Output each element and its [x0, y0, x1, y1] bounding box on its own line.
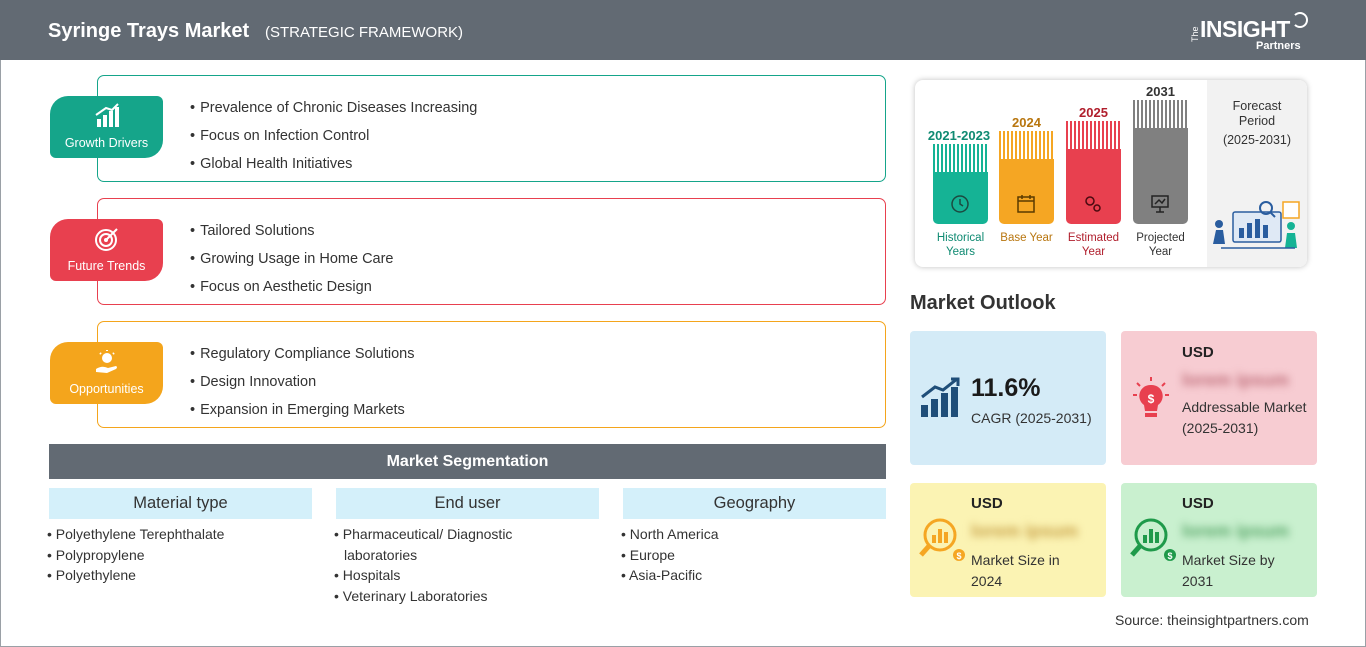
growth-drivers-list: Prevalence of Chronic Diseases Increasin… — [190, 94, 477, 178]
svg-text:$: $ — [956, 551, 961, 561]
cagr-card: 11.6% CAGR (2025-2031) — [910, 331, 1106, 465]
size-2031-label: Market Size by 2031 — [1182, 552, 1275, 589]
addressable-label: Addressable Market (2025-2031) — [1182, 399, 1307, 436]
idea-hand-icon — [96, 350, 117, 373]
target-icon — [95, 228, 118, 251]
addressable-value: lorem ipsum — [1182, 370, 1290, 390]
growth-drivers-badge: Growth Drivers — [50, 96, 163, 158]
magnifier-chart-icon: $ — [1130, 518, 1176, 561]
calendar-icon — [1017, 195, 1035, 213]
segment-heading-geography: Geography — [623, 488, 886, 519]
bar-base — [999, 131, 1054, 224]
bar-projected — [1133, 100, 1188, 224]
addressable-market-card: $ USD lorem ipsum Addressable Market (20… — [1121, 331, 1317, 465]
market-size-2031-card: $ USD lorem ipsum Market Size by 2031 — [1121, 483, 1317, 597]
addressable-currency: USD — [1182, 344, 1214, 361]
label-base: Base Year — [1000, 232, 1053, 244]
list-item: Hospitals — [334, 565, 534, 586]
badge-label: Future Trends — [67, 259, 146, 273]
segment-list-geography: North America Europe Asia-Pacific — [621, 524, 881, 586]
segment-heading-material: Material type — [49, 488, 312, 519]
market-outlook-title: Market Outlook — [910, 292, 1056, 314]
list-item: Growing Usage in Home Care — [190, 245, 393, 273]
page-subtitle: (STRATEGIC FRAMEWORK) — [265, 24, 464, 41]
segmentation-title: Market Segmentation — [49, 444, 886, 479]
magnifier-chart-icon: $ — [919, 518, 965, 561]
market-size-2024-card: $ USD lorem ipsum Market Size in 2024 — [910, 483, 1106, 597]
header-bar: Syringe Trays Market (STRATEGIC FRAMEWOR… — [0, 0, 1366, 60]
list-item: Pharmaceutical/ Diagnostic laboratories — [334, 524, 534, 565]
list-item: Polyethylene Terephthalate — [47, 524, 307, 545]
list-item: Polypropylene — [47, 545, 307, 566]
list-item: Focus on Aesthetic Design — [190, 273, 394, 301]
list-item: Europe — [621, 545, 881, 566]
analytics-people-icon — [1213, 201, 1300, 249]
list-item: Design Innovation — [190, 368, 414, 396]
future-trends-card: Tailored Solutions Growing Usage in Home… — [97, 198, 886, 305]
opportunities-list: Regulatory Compliance Solutions Design I… — [190, 340, 414, 424]
future-trends-badge: Future Trends — [50, 219, 163, 281]
presentation-icon — [1151, 195, 1169, 213]
segment-heading-end-user: End user — [336, 488, 599, 519]
list-item: Tailored Solutions — [190, 217, 394, 245]
year-historical: 2021-2023 — [927, 128, 991, 143]
segment-list-end-user: Pharmaceutical/ Diagnostic laboratories … — [334, 524, 534, 606]
list-item: Veterinary Laboratories — [334, 586, 534, 607]
year-base: 2024 — [1012, 115, 1041, 130]
list-item: Expansion in Emerging Markets — [190, 396, 414, 424]
list-item: Prevalence of Chronic Diseases Increasin… — [190, 94, 477, 122]
year-estimated: 2025 — [1079, 105, 1108, 120]
badge-label: Growth Drivers — [64, 136, 149, 150]
list-item: Focus on Infection Control — [190, 122, 477, 150]
growth-drivers-card: Prevalence of Chronic Diseases Increasin… — [97, 75, 886, 182]
growth-chart-icon — [921, 377, 960, 417]
source-link[interactable]: Source: theinsightpartners.com — [1115, 612, 1309, 628]
logo-arc-icon — [1292, 12, 1308, 28]
insight-partners-logo[interactable]: The INSIGHT Partners — [1188, 10, 1308, 54]
gears-icon — [1085, 196, 1101, 212]
future-trends-list: Tailored Solutions Growing Usage in Home… — [190, 217, 394, 301]
badge-label: Opportunities — [69, 382, 144, 396]
list-item: Polyethylene — [47, 565, 307, 586]
forecast-period-title: Forecast Period (2025-2031) — [1222, 99, 1292, 147]
size-2024-value: lorem ipsum — [971, 521, 1079, 541]
bar-estimated — [1066, 121, 1121, 224]
lightbulb-dollar-icon: $ — [1133, 377, 1169, 417]
label-estimated: Estimated Year — [1067, 232, 1120, 258]
year-projected: 2031 — [1146, 84, 1175, 99]
list-item: Global Health Initiatives — [190, 150, 477, 178]
timeline-panel: 2021-2023 Historical Years 2024 Base Yea… — [915, 80, 1307, 267]
label-historical: Historical Years — [936, 232, 985, 258]
opportunities-card: Regulatory Compliance Solutions Design I… — [97, 321, 886, 428]
page-title: Syringe Trays Market — [48, 20, 250, 42]
size-2031-value: lorem ipsum — [1182, 521, 1290, 541]
size-2024-currency: USD — [971, 495, 1003, 512]
history-clock-icon — [951, 195, 969, 213]
svg-text:$: $ — [1167, 551, 1172, 561]
cagr-value: 11.6% — [971, 374, 1041, 402]
bar-historical — [933, 144, 988, 224]
segment-list-material: Polyethylene Terephthalate Polypropylene… — [47, 524, 307, 586]
size-2024-label: Market Size in 2024 — [971, 552, 1060, 589]
opportunities-badge: Opportunities — [50, 342, 163, 404]
size-2031-currency: USD — [1182, 495, 1214, 512]
list-item: Regulatory Compliance Solutions — [190, 340, 414, 368]
svg-text:$: $ — [1148, 392, 1155, 406]
list-item: North America — [621, 524, 881, 545]
label-projected: Projected Year — [1136, 232, 1185, 258]
growth-chart-icon — [95, 103, 119, 127]
cagr-label: CAGR (2025-2031) — [971, 410, 1092, 426]
list-item: Asia-Pacific — [621, 565, 881, 586]
